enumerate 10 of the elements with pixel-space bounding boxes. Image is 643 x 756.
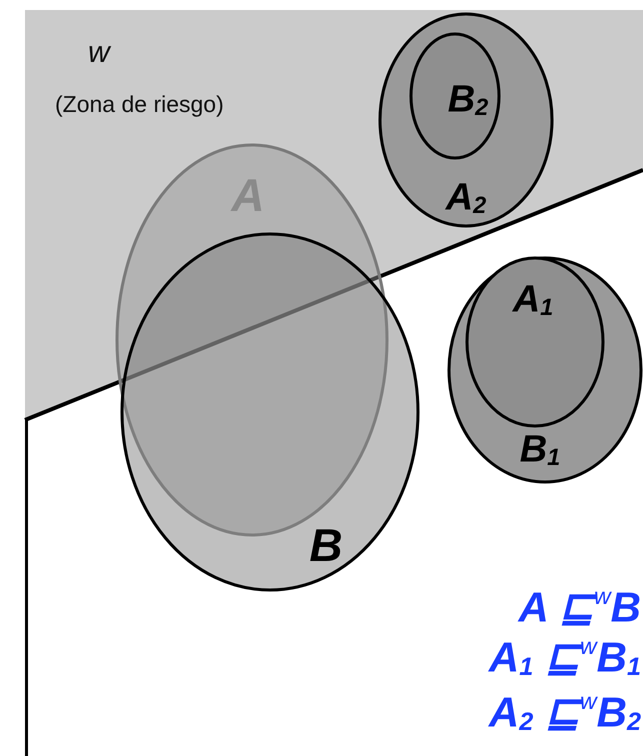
relation-formula: A ⊑$^{w}$B xyxy=(518,585,641,628)
zone-symbol: w xyxy=(88,38,110,68)
set-label: B$_{2}$ xyxy=(448,80,488,120)
set-label: A$_{1}$ xyxy=(512,280,554,320)
relation-formula: A$_{1}$ ⊑$^{w}$B$_{1}$ xyxy=(488,635,641,680)
set-label: B xyxy=(309,522,343,568)
set-label: A$_{2}$ xyxy=(446,178,486,218)
set-label: B$_{1}$ xyxy=(520,430,560,470)
zone-caption: (Zona de riesgo) xyxy=(55,93,224,116)
relation-formula: A$_{2}$ ⊑$^{w}$B$_{2}$ xyxy=(488,690,641,736)
